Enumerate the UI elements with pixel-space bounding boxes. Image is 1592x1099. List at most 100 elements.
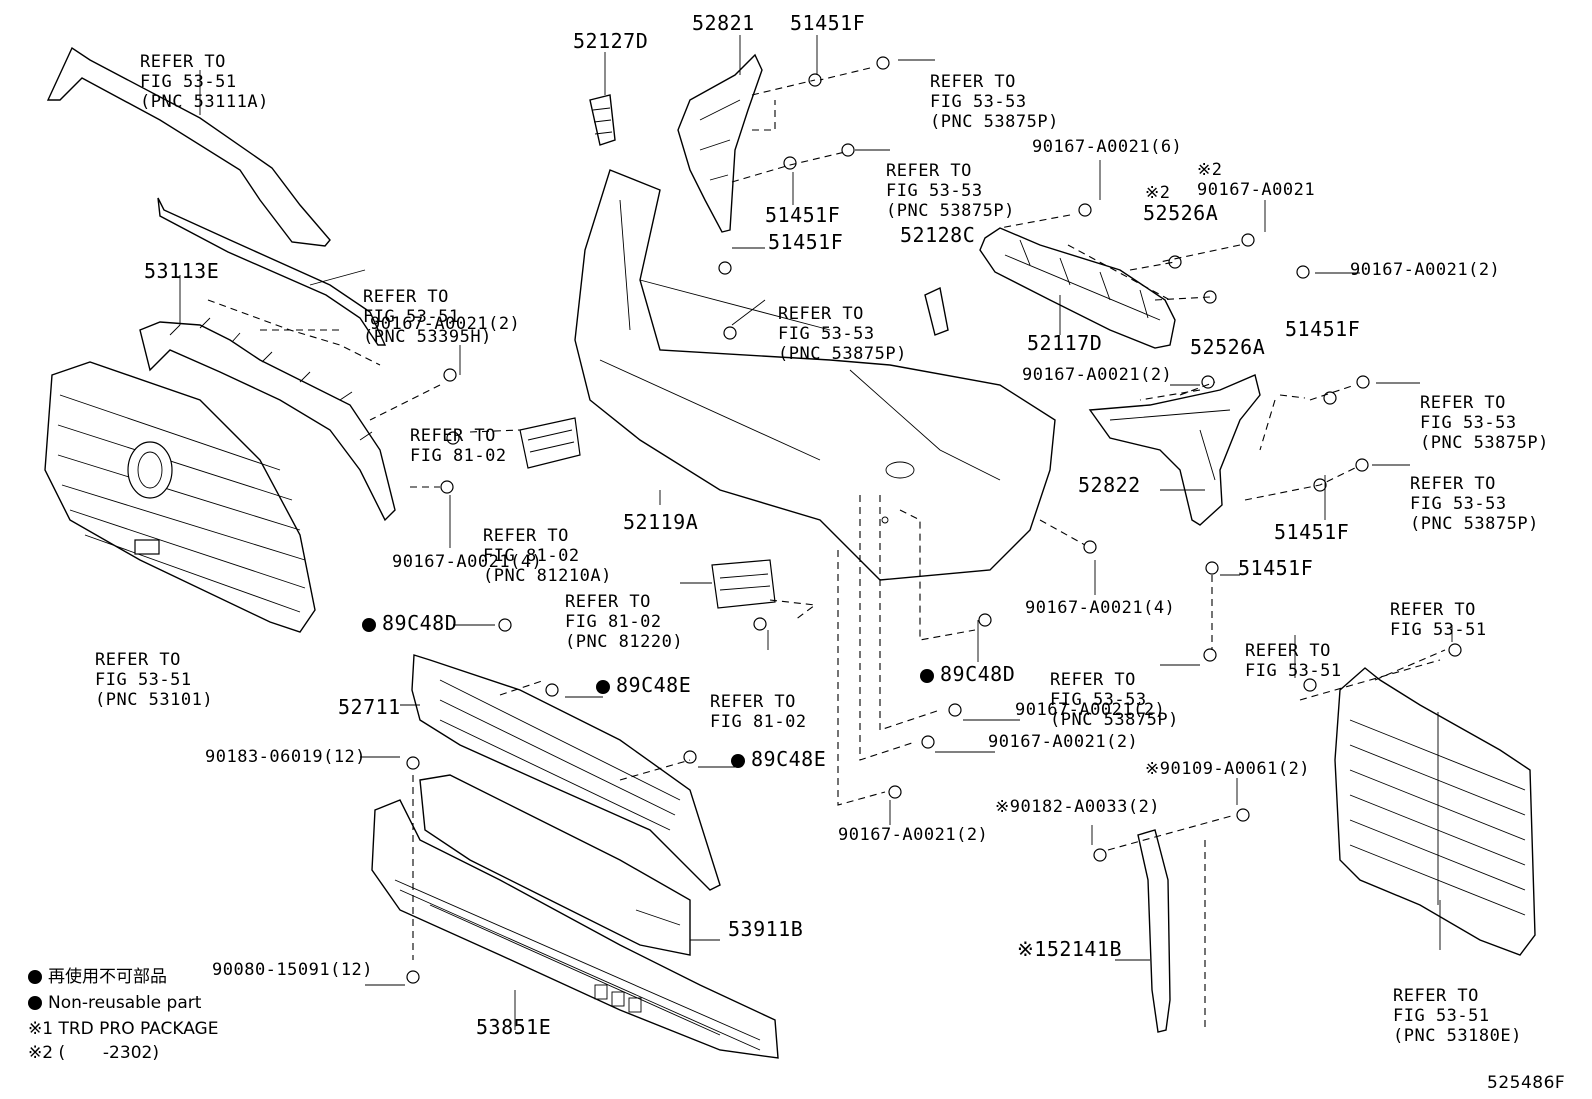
part-89C48E-b: 89C48E xyxy=(731,748,826,770)
radiator-grille xyxy=(44,361,316,633)
bolt-90167-center: 90167-A0021(2) xyxy=(1022,365,1173,385)
refer-line: FIG 53-51 xyxy=(95,670,192,690)
side-bracket-52822 xyxy=(1088,374,1261,526)
part-53851E: 53851E xyxy=(476,1015,552,1039)
front-bumper-cover xyxy=(574,169,1056,581)
bracket-52127D xyxy=(589,94,616,146)
part-51451F-b: 51451F xyxy=(768,230,844,254)
bracket-52128C xyxy=(924,286,949,336)
refer-line: REFER TO xyxy=(778,304,864,324)
refer-line: FIG 53-53 xyxy=(930,92,1027,112)
part-51451F-c: 51451F xyxy=(1285,317,1361,341)
refer-line: REFER TO xyxy=(1050,670,1136,690)
refer-line: FIG 81-02 xyxy=(483,546,580,566)
part-number: 89C48E xyxy=(751,747,827,771)
part-89C48D-a: 89C48D xyxy=(362,612,457,634)
refer-line: (PNC 53111A) xyxy=(140,92,269,112)
star-mark: ※1 xyxy=(1017,937,1047,961)
refer-line: REFER TO xyxy=(886,161,972,181)
legend-jp: 再使用不可部品 xyxy=(28,966,167,988)
upper-grille-garnish xyxy=(46,46,331,247)
part-number: 52141B xyxy=(1046,937,1123,961)
part-51451F-e: 51451F xyxy=(1238,556,1314,580)
grille-molding-strip xyxy=(157,197,387,346)
part-number: 89C48D xyxy=(940,662,1016,686)
refer-line: FIG 81-02 xyxy=(410,446,507,466)
star-mark: ※ xyxy=(995,797,1010,817)
refer-line: FIG 81-02 xyxy=(565,612,662,632)
refer-line: FIG 53-53 xyxy=(1050,690,1147,710)
bolt-90167-4-center: 90167-A0021(4) xyxy=(1025,598,1176,618)
part-52711: 52711 xyxy=(338,695,401,719)
non-reusable-dot-icon xyxy=(731,754,745,768)
refer-line: (PNC 53395H) xyxy=(363,327,492,347)
refer-line: (PNC 53875P) xyxy=(1050,710,1179,730)
non-reusable-dot-icon xyxy=(28,996,42,1010)
part-51451F-a: 51451F xyxy=(765,203,841,227)
refer-line: REFER TO xyxy=(710,692,796,712)
refer-line: FIG 53-53 xyxy=(1410,494,1507,514)
part-52127D: 52127D xyxy=(573,29,649,53)
part-number: 89C48E xyxy=(616,673,692,697)
bolt-90167-m2: 90167-A0021(2) xyxy=(988,732,1139,752)
refer-line: REFER TO xyxy=(140,52,226,72)
leader-lines xyxy=(179,35,1453,1030)
fasteners xyxy=(406,56,1462,984)
refer-line: REFER TO xyxy=(1420,393,1506,413)
energy-absorber xyxy=(979,227,1176,349)
part-52128C: 52128C xyxy=(900,223,976,247)
bolt-90167-left: 90167-A0021(2) xyxy=(370,314,521,334)
part-53113E: 53113E xyxy=(144,259,220,283)
refer-line: (PNC 53875P) xyxy=(1410,514,1539,534)
refer-line: (PNC 53875P) xyxy=(886,201,1015,221)
bolt-90109: ※90109-A0061(2) xyxy=(1145,759,1310,779)
grille-shutter xyxy=(1334,667,1536,956)
refer-line: FIG 81-02 xyxy=(710,712,807,732)
part-89C48E-a: 89C48E xyxy=(596,674,691,696)
part-52119A: 52119A xyxy=(623,510,699,534)
refer-line: FIG 53-51 xyxy=(1390,620,1487,640)
part-52821: 52821 xyxy=(692,11,755,35)
star2-52526A: ※2 xyxy=(1145,183,1171,203)
refer-line: REFER TO xyxy=(1410,474,1496,494)
part-number: 90182-A0033(2) xyxy=(1009,797,1161,817)
refer-line: FIG 53-51 xyxy=(363,307,460,327)
star-mark: ※ xyxy=(1145,759,1160,779)
refer-line: FIG 53-53 xyxy=(886,181,983,201)
refer-line: (PNC 81220) xyxy=(565,632,684,652)
refer-line: REFER TO xyxy=(930,72,1016,92)
bolt-90167-4-left: 90167-A0021(4) xyxy=(392,552,543,572)
bracket-52821 xyxy=(677,53,763,233)
legend-en: Non-reusable part xyxy=(28,992,201,1014)
legend-note2: ※2 ( -2302) xyxy=(28,1043,159,1063)
refer-line: REFER TO xyxy=(410,426,496,446)
part-52117D: 52117D xyxy=(1027,331,1103,355)
refer-line: FIG 53-51 xyxy=(1245,661,1342,681)
refer-line: REFER TO xyxy=(565,592,651,612)
lower-grille-52711 xyxy=(411,654,721,891)
part-number: 90167-A0021 xyxy=(1197,180,1316,200)
part-number: 89C48D xyxy=(382,611,458,635)
side-garnish-52141B xyxy=(1137,829,1171,1033)
non-reusable-dot-icon xyxy=(596,680,610,694)
skid-plate-53851E xyxy=(371,799,779,1059)
bolt-90167-m1: 90167-A0021(2) xyxy=(1015,700,1166,720)
part-51451F-d: 51451F xyxy=(1274,520,1350,544)
refer-line: REFER TO xyxy=(1390,600,1476,620)
refer-line: (PNC 53875P) xyxy=(1420,433,1549,453)
refer-line: REFER TO xyxy=(483,526,569,546)
legend-text: 再使用不可部品 xyxy=(48,967,167,987)
refer-line: FIG 53-53 xyxy=(1420,413,1517,433)
bolt-90183: 90183-06019(12) xyxy=(205,747,367,767)
bolt-90080: 90080-15091(12) xyxy=(212,960,374,980)
part-52526A-top: 52526A xyxy=(1143,201,1219,225)
